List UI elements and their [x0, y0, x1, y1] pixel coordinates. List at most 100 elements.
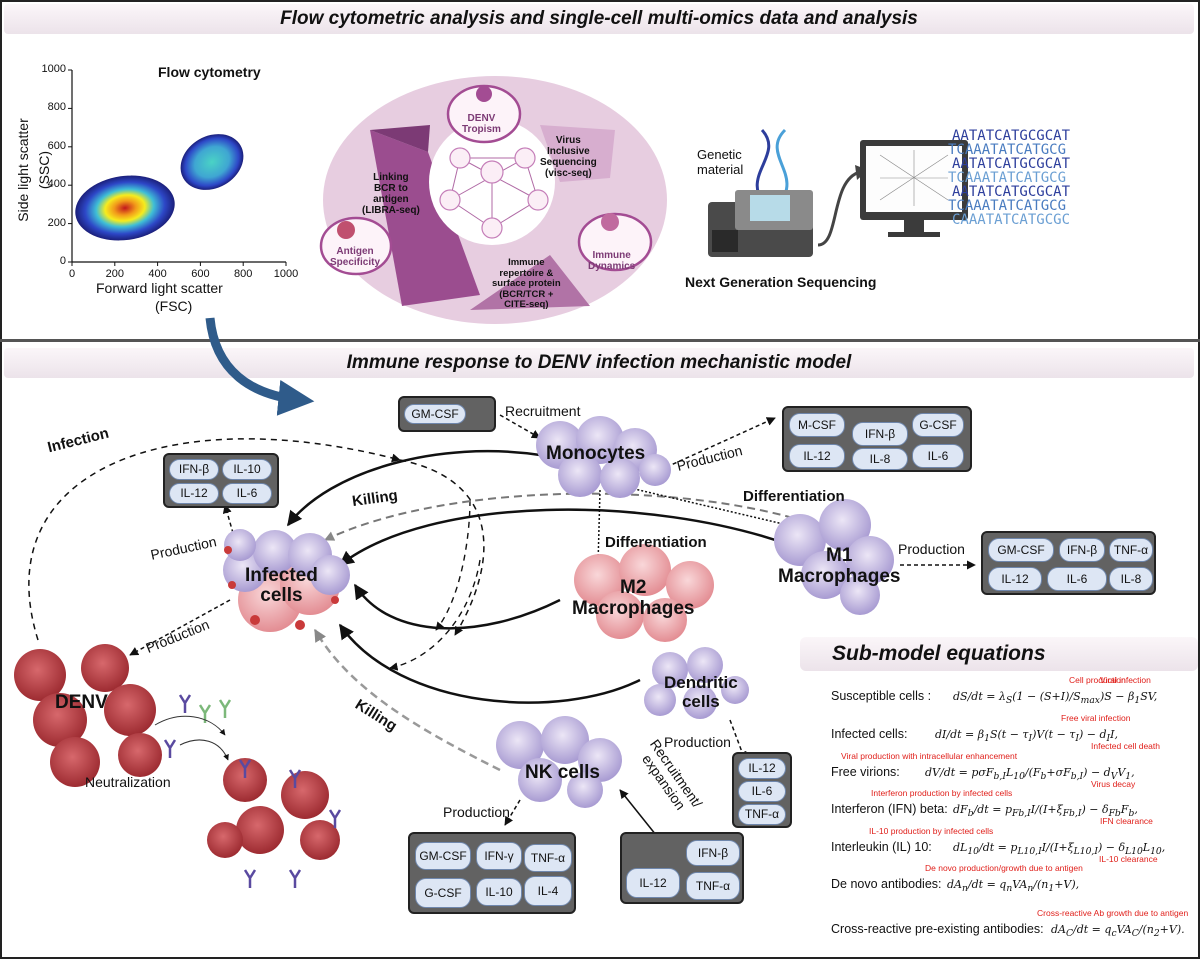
ngs-arrow	[817, 170, 861, 247]
equation-label: Interleukin (IL) 10:	[831, 840, 932, 854]
y-tick-label: 200	[47, 216, 66, 229]
denv-production-arrow	[129, 599, 231, 656]
equation-formula: dAC/dt = qcVAC/(n2+V).	[1051, 923, 1185, 940]
label-libra-seq: Linking BCR to antigen (LIBRA-seq)	[362, 172, 420, 216]
label-denv: DENV	[55, 692, 108, 713]
label-production-m1: Production	[898, 541, 965, 557]
cytokine-pill: TNF-α	[738, 804, 786, 825]
label-nk-cells: NK cells	[525, 762, 600, 783]
cytokine-pill: IFN-γ	[476, 842, 522, 870]
label-production-nk: Production	[443, 804, 510, 820]
cytokine-pill: G-CSF	[415, 878, 471, 908]
equation-formula: dAn/dt = qnVAn/(n1+V),	[947, 878, 1080, 895]
neutralized-virions	[207, 758, 340, 860]
equation-label: Free virions:	[831, 765, 900, 779]
m2-killing-arrow	[353, 583, 561, 630]
label-m1-macrophages: M1 Macrophages	[778, 545, 901, 587]
equation-annotation: IL-10 clearance	[1099, 854, 1158, 864]
flow-to-model-arrow	[205, 317, 315, 416]
equation-annotation: Virus decay	[1091, 779, 1136, 789]
label-genetic-material: Genetic material	[697, 147, 744, 177]
monocyte-killing-arrow	[287, 449, 541, 527]
label-dendritic-cells: Dendritic cells	[664, 673, 738, 711]
y-tick-label: 400	[47, 178, 66, 191]
model-banner-title: Immune response to DENV infection mechan…	[4, 348, 1194, 378]
cytokine-pill: M-CSF	[789, 413, 845, 437]
cytokine-pill: IL-12	[626, 868, 680, 898]
cytokine-pill: IL-6	[738, 781, 786, 802]
label-visc-seq: Virus Inclusive Sequencing (visc-seq)	[540, 135, 597, 179]
sequencer-icon	[708, 190, 813, 257]
cytokine-pill: IL-10	[222, 459, 272, 480]
cluster-main	[75, 175, 175, 241]
virus-icon	[476, 86, 492, 102]
nk-production-arrow	[504, 799, 521, 826]
cytokine-pill: IL-6	[222, 483, 272, 504]
equation-label: Susceptible cells :	[831, 689, 932, 703]
equation-annotation: IFN clearance	[1100, 816, 1153, 826]
monocyte-production-arrow	[659, 417, 776, 471]
cytokine-pill: IL-4	[524, 876, 572, 906]
label-immune-dynamics: Immune Dynamics	[588, 250, 636, 272]
cytokine-pill: IFN-β	[1059, 538, 1105, 562]
equation-annotation: Cell production	[1069, 675, 1126, 685]
cytokine-pill: TNF-α	[686, 872, 740, 900]
equation-formula: dS/dt = λS(1 − (S+I)/Smax)S − β1SV,	[953, 690, 1158, 707]
ngs-illustration: AATATCATGCGCATTCAAATATCATGCGAATATCATGCGC…	[708, 128, 1070, 257]
cluster-secondary	[180, 134, 244, 190]
infection-arrow	[28, 438, 401, 641]
infected-production-arrow	[222, 504, 236, 541]
label-antigen-specificity: Antigen Specificity	[330, 246, 381, 268]
cytokine-pill: TNF-α	[524, 844, 572, 872]
equation-annotation: Cross-reactive Ab growth due to antigen	[1037, 908, 1189, 918]
equations-title: Sub-model equations	[800, 637, 1198, 671]
differentiation-m2-arrow	[593, 489, 603, 566]
gm-csf-source-pill: GM-CSF	[404, 404, 466, 424]
cytokine-pill: IL-12	[988, 567, 1042, 591]
dendritic-cells-cluster	[644, 647, 749, 719]
flow-cytometry-plot	[68, 69, 287, 266]
sequence-read: TCAAATATCATGCG	[948, 198, 1066, 214]
label-monocytes: Monocytes	[546, 443, 646, 464]
flow-xlabel: Forward light scatter	[96, 280, 223, 296]
equation-formula: dFb/dt = pFb,II/(I+ξFb,I) − δFbFb,	[953, 803, 1138, 820]
cytokine-pill: IFN-β	[686, 840, 740, 866]
equation-annotation: Free viral infection	[1061, 713, 1131, 723]
y-tick-label: 800	[47, 101, 66, 114]
equation-annotation: Viral production with intracellular enha…	[841, 751, 1018, 761]
x-tick-label: 200	[105, 268, 124, 280]
visc-wedge	[540, 125, 615, 182]
equation-label: De novo antibodies:	[831, 877, 942, 891]
gm-csf-source-box: GM-CSF	[398, 396, 496, 432]
infected-cells-cluster	[223, 529, 350, 632]
cytokine-pill: G-CSF	[912, 413, 964, 437]
libra-wedge	[370, 130, 480, 306]
label-ngs: Next Generation Sequencing	[685, 274, 877, 290]
cytokine-pill: GM-CSF	[415, 842, 471, 870]
denv-virions	[14, 644, 162, 787]
equation-label: Cross-reactive pre-existing antibodies:	[831, 922, 1044, 936]
dc-killing-arrow	[338, 623, 641, 704]
flow-plot-title: Flow cytometry	[158, 64, 261, 80]
immune-dynamics-node	[577, 212, 653, 272]
equation-formula: dI/dt = β1S(t − τI)V(t − τI) − dII,	[935, 728, 1119, 745]
sequence-read: CAAATATCATGCGCAT	[952, 212, 1070, 228]
cytokine-pill: IL-12	[738, 758, 786, 779]
cytokine-pill: IL-8	[852, 448, 908, 470]
label-recruitment: Recruitment	[505, 403, 581, 419]
sequence-read: AATATCATGCGCAT	[952, 128, 1070, 144]
equation-annotation: IL-10 production by infected cells	[869, 826, 994, 836]
flow-xlabel-unit: (FSC)	[155, 298, 193, 314]
cytokine-pill: IFN-β	[852, 422, 908, 446]
label-infected-cells: Infected cells	[245, 565, 318, 606]
equation-formula: dV/dt = pσFb,IL10/(Fb+σFb,I) − dVV1,	[925, 766, 1135, 783]
cytokine-pill: IL-10	[476, 878, 522, 906]
sequence-read: AATATCATGCGCAT	[952, 184, 1070, 200]
